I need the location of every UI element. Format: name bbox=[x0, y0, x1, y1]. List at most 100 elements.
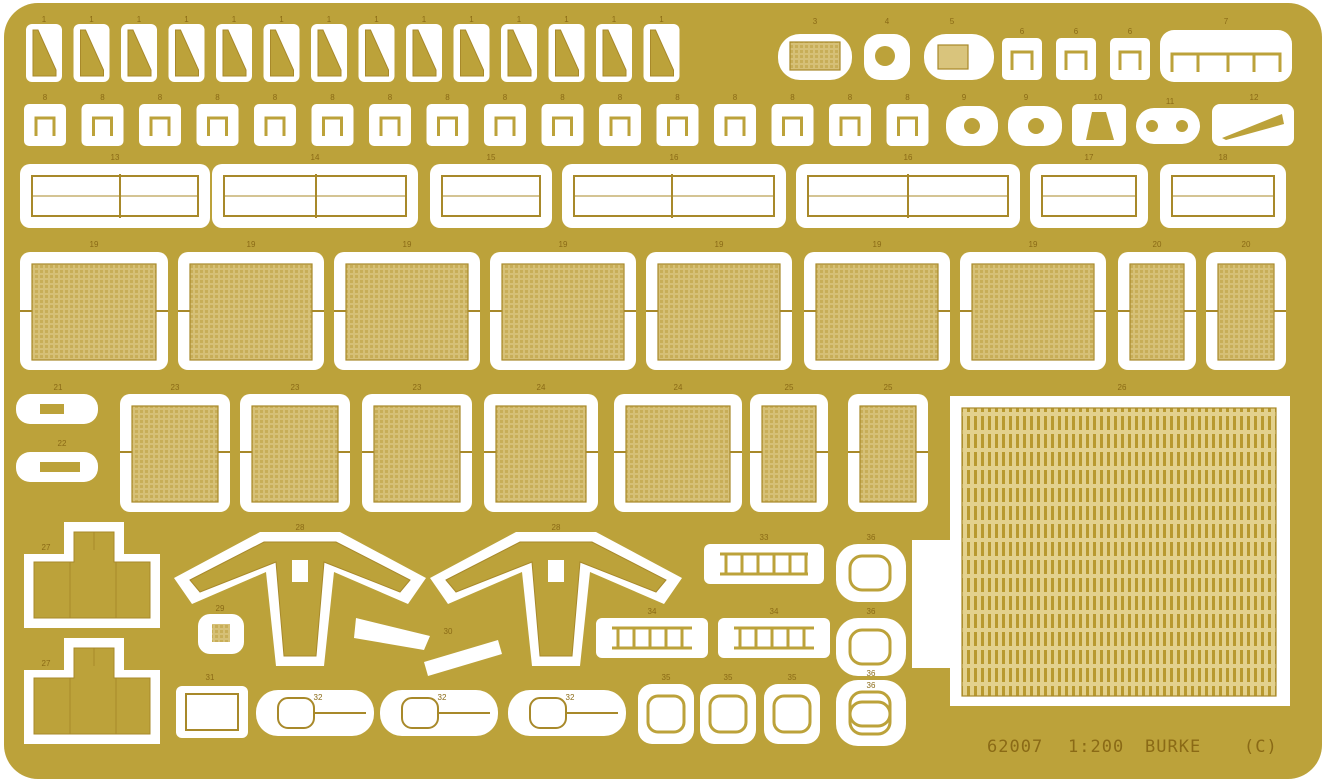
cutout-ladder bbox=[596, 618, 708, 658]
cutout-ring bbox=[764, 684, 820, 744]
cutout-ring bbox=[836, 544, 906, 602]
part-number: 25 bbox=[785, 383, 794, 392]
wedge-part bbox=[1222, 114, 1284, 140]
part-number: 8 bbox=[330, 93, 335, 102]
grating-plate bbox=[251, 405, 339, 503]
part-number: 35 bbox=[788, 673, 797, 682]
cutout-clip bbox=[484, 104, 526, 146]
part-number: 25 bbox=[884, 383, 893, 392]
ring-part bbox=[848, 554, 892, 592]
part-number: 20 bbox=[1153, 240, 1162, 249]
wing-part-28 bbox=[189, 541, 411, 657]
part-number: 8 bbox=[273, 93, 278, 102]
link-part bbox=[1146, 120, 1158, 132]
triangle-bracket bbox=[412, 29, 437, 77]
triangle-bracket bbox=[460, 29, 484, 77]
fret-scale: 1:200 bbox=[1068, 737, 1124, 757]
ring-part bbox=[848, 700, 892, 736]
part-number: 30 bbox=[444, 627, 453, 636]
part-number: 1 bbox=[517, 15, 522, 24]
rail-frame bbox=[185, 693, 239, 731]
cutout-clip bbox=[24, 104, 66, 146]
part-number: 16 bbox=[670, 153, 679, 162]
cutout-clip bbox=[886, 104, 929, 146]
part-number: 31 bbox=[206, 673, 215, 682]
cutout-clip bbox=[599, 104, 641, 146]
part-number: 19 bbox=[559, 240, 568, 249]
rail-part bbox=[1170, 52, 1282, 72]
part-number: 26 bbox=[1118, 383, 1127, 392]
part-number: 14 bbox=[311, 153, 320, 162]
bracket-27 bbox=[33, 647, 151, 735]
part-number: 23 bbox=[291, 383, 300, 392]
cutout-clip bbox=[311, 104, 354, 146]
ring-part bbox=[772, 694, 812, 734]
part-number: 11 bbox=[1166, 97, 1175, 106]
part-number: 32 bbox=[566, 693, 575, 702]
cutout-clip bbox=[196, 104, 239, 146]
ring-part bbox=[848, 628, 892, 666]
cutout-clip bbox=[81, 104, 124, 146]
part-number: 1 bbox=[279, 15, 284, 24]
part-number: 19 bbox=[403, 240, 412, 249]
clip-part bbox=[1064, 50, 1088, 70]
part-number: 1 bbox=[42, 15, 47, 24]
grating-plate bbox=[815, 263, 939, 361]
cutout-clip bbox=[1110, 38, 1150, 80]
part-number: 19 bbox=[247, 240, 256, 249]
clip-part bbox=[149, 116, 171, 136]
part-number: 8 bbox=[445, 93, 450, 102]
small-part bbox=[40, 462, 80, 472]
grating-plate bbox=[501, 263, 625, 361]
part-number: 32 bbox=[438, 693, 447, 702]
grating-plate bbox=[373, 405, 461, 503]
part-number: 1 bbox=[137, 15, 142, 24]
part-number: 7 bbox=[1224, 17, 1229, 26]
triangle-bracket bbox=[365, 29, 389, 77]
cutout-clip bbox=[829, 104, 871, 146]
cutout-clip bbox=[771, 104, 814, 146]
part-number: 8 bbox=[618, 93, 623, 102]
clip-part bbox=[322, 116, 343, 136]
cutout-rail bbox=[1160, 30, 1292, 82]
part-number: 8 bbox=[503, 93, 508, 102]
part-number: 23 bbox=[413, 383, 422, 392]
clip-part bbox=[437, 116, 458, 136]
link-part bbox=[1176, 120, 1188, 132]
triangle-bracket bbox=[80, 29, 104, 77]
part-number: 35 bbox=[724, 673, 733, 682]
cutout-clip bbox=[139, 104, 181, 146]
clip-part bbox=[609, 116, 631, 136]
part-number: 19 bbox=[873, 240, 882, 249]
ring-part bbox=[646, 694, 686, 734]
part-number: 15 bbox=[487, 153, 496, 162]
part-number: 1 bbox=[327, 15, 332, 24]
part-number: 13 bbox=[111, 153, 120, 162]
grating-plate bbox=[1217, 263, 1275, 361]
part-number: 6 bbox=[1020, 27, 1025, 36]
part-number: 19 bbox=[715, 240, 724, 249]
part-number: 1 bbox=[374, 15, 379, 24]
grating-plate bbox=[345, 263, 469, 361]
triangle-bracket bbox=[507, 29, 532, 77]
part-number: 18 bbox=[1219, 153, 1228, 162]
grating-plate bbox=[971, 263, 1095, 361]
part-number: 29 bbox=[216, 604, 225, 613]
slatted-grate bbox=[961, 407, 1277, 697]
grating-plate bbox=[657, 263, 781, 361]
part-number: 12 bbox=[1250, 93, 1259, 102]
cutout-strip-30 bbox=[354, 618, 430, 650]
part-number: 6 bbox=[1074, 27, 1079, 36]
part-number: 3 bbox=[813, 17, 818, 26]
grating-plate bbox=[189, 263, 313, 361]
part-number: 16 bbox=[904, 153, 913, 162]
ring-part bbox=[708, 694, 748, 734]
cutout-ring bbox=[638, 684, 694, 744]
part-number: 35 bbox=[662, 673, 671, 682]
part-number: 10 bbox=[1094, 93, 1103, 102]
part-number: 28 bbox=[552, 523, 561, 532]
fret-subject: BURKE bbox=[1145, 737, 1201, 757]
clip-part bbox=[782, 116, 803, 136]
part-number: 1 bbox=[659, 15, 664, 24]
part-number: 1 bbox=[469, 15, 474, 24]
